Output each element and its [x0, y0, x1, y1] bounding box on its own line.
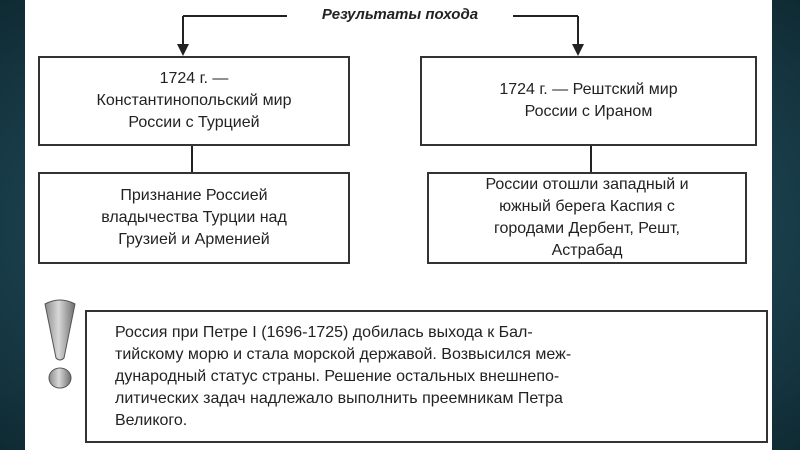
exclamation-icon — [44, 299, 76, 389]
slide: Результаты похода 1724 г. — Константиноп… — [25, 0, 772, 450]
right-result-box: России отошли западный и южный берега Ка… — [427, 172, 747, 264]
left-result-box: Признание Россией владычества Турции над… — [38, 172, 350, 264]
summary-note-text: Россия при Петре I (1696-1725) добилась … — [115, 324, 572, 429]
right-treaty-text: 1724 г. — Рештский мир России с Ираном — [499, 81, 678, 120]
summary-note-box — [85, 310, 768, 443]
right-result-text: России отошли западный и южный берега Ка… — [485, 176, 689, 259]
arrow-left-head — [177, 44, 189, 56]
right-treaty-box: 1724 г. — Рештский мир России с Ираном — [420, 56, 757, 146]
left-result-text: Признание Россией владычества Турции над… — [101, 187, 287, 248]
diagram-title: Результаты похода — [287, 6, 513, 23]
arrow-right-head — [572, 44, 584, 56]
left-treaty-box: 1724 г. — Константинопольский мир России… — [38, 56, 350, 146]
connectors — [177, 15, 592, 172]
left-treaty-text: 1724 г. — Константинопольский мир России… — [96, 70, 292, 131]
